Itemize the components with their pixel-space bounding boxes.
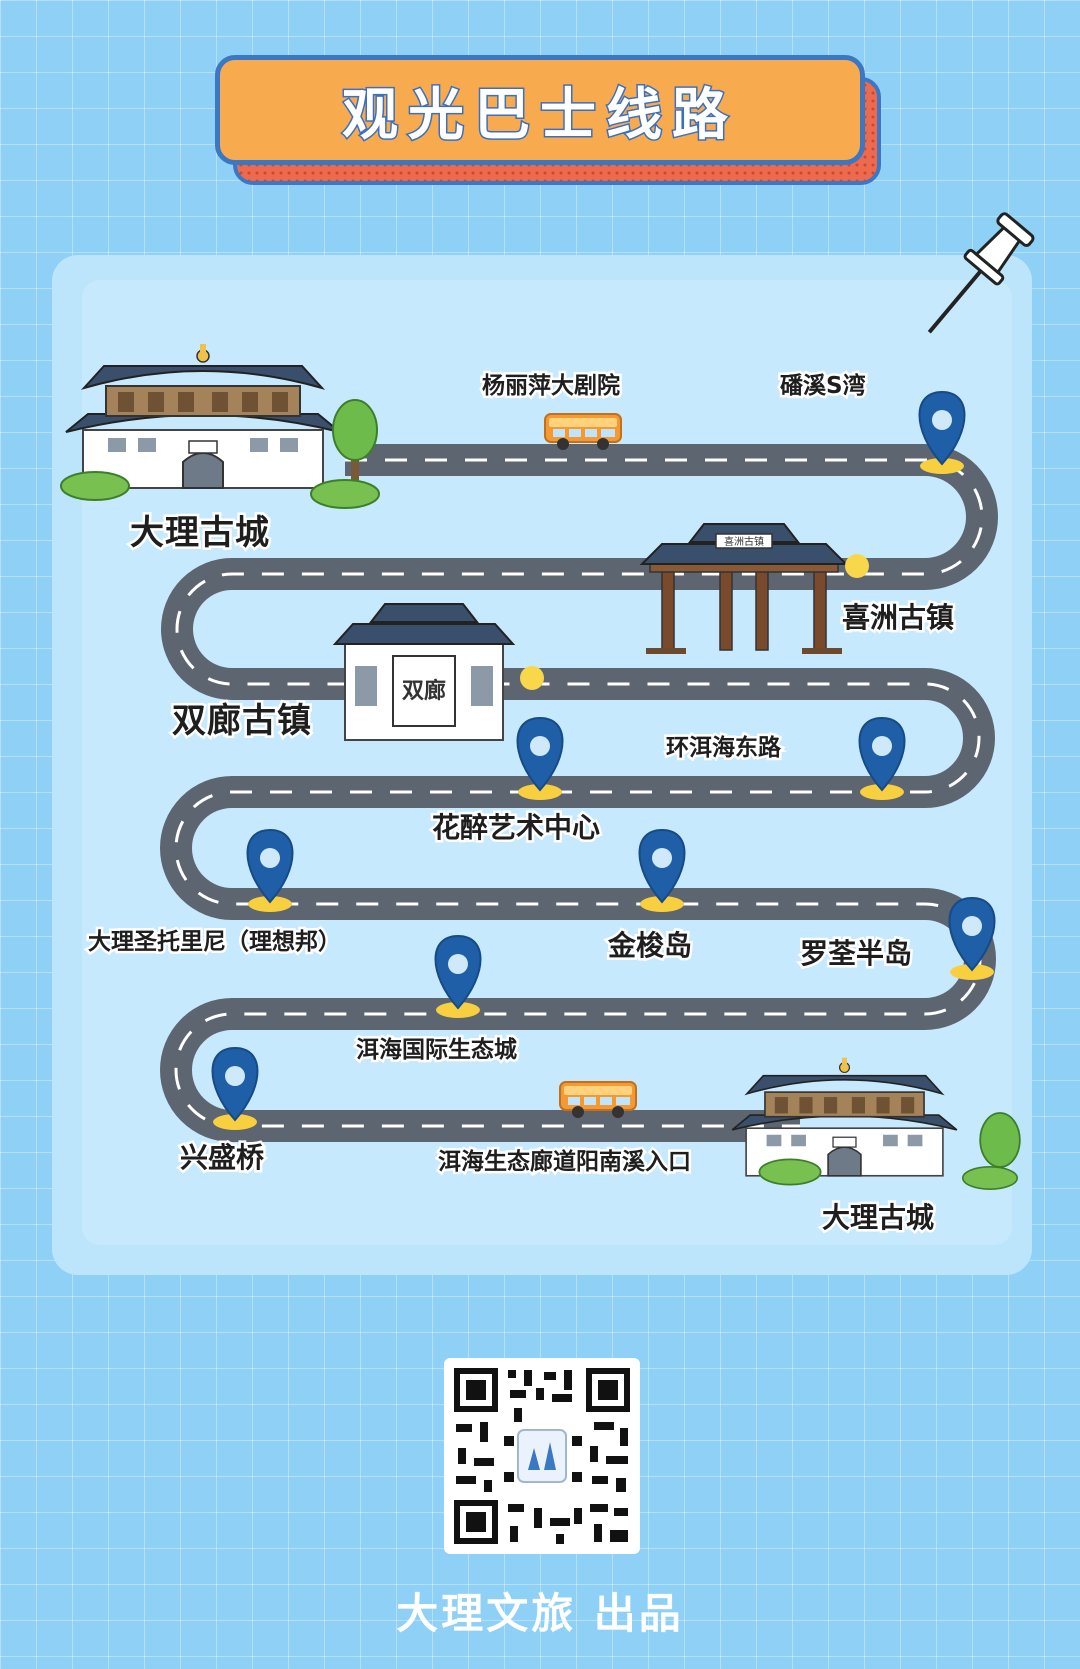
page-title: 观光巴士线路	[341, 81, 738, 149]
pushpin-icon	[927, 212, 1035, 334]
stop-label-luoquan-peninsula: 罗荃半岛	[797, 935, 914, 973]
title-banner: 观光巴士线路	[215, 55, 881, 185]
stop-label-huazui-art-center: 花醉艺术中心	[429, 809, 602, 847]
dali-ancient-city-start-building	[65, 343, 341, 489]
stop-label-yangliping-theatre: 杨丽萍大剧院	[480, 371, 623, 402]
bush-decor	[961, 1166, 1019, 1190]
map-pin-icon	[858, 717, 906, 801]
shuanglang-gate-sign: 双廊	[402, 678, 446, 704]
qr-code	[444, 1358, 640, 1554]
stop-label-panxi-s-bend: 磻溪S湾	[778, 371, 869, 402]
map-pin-icon	[918, 391, 966, 475]
stop-label-dali-santorini: 大理圣托里尼（理想邦）	[86, 927, 344, 958]
route-road	[160, 444, 998, 1142]
stop-label-erhai-east-road: 环洱海东路	[664, 733, 784, 764]
map-pin-icon	[948, 897, 996, 981]
stop-label-xingsheng-bridge: 兴盛桥	[177, 1139, 266, 1177]
stop-dot	[520, 666, 544, 690]
footer-credit: 大理文旅 出品	[396, 1589, 684, 1638]
stop-label-xizhou-ancient-town: 喜洲古镇	[839, 599, 956, 637]
map-pin-icon	[211, 1047, 259, 1131]
stop-label-dali-ancient-city-start: 大理古城	[128, 511, 272, 556]
map-pin-icon	[246, 829, 294, 913]
stop-label-dali-ancient-city-end: 大理古城	[819, 1199, 936, 1237]
shuanglang-gate: 双廊	[332, 603, 516, 741]
xizhou-archway: 喜洲古镇	[639, 523, 849, 654]
title-banner-box: 观光巴士线路	[215, 55, 865, 165]
bush-decor	[758, 1158, 822, 1186]
map-pin-icon	[434, 935, 482, 1019]
stop-label-erhai-eco-city: 洱海国际生态城	[354, 1035, 520, 1066]
stop-label-shuanglang-ancient-town: 双廊古镇	[170, 699, 314, 744]
stop-label-jinsuo-island: 金梭岛	[605, 927, 694, 965]
stop-dot	[845, 554, 869, 578]
qr-code-pattern	[454, 1368, 630, 1544]
map-pin-icon	[516, 717, 564, 801]
xizhou-archway-sign: 喜洲古镇	[724, 535, 764, 548]
stop-label-yangnanxi-entrance: 洱海生态廊道阳南溪入口	[436, 1147, 694, 1178]
bush-decor	[60, 471, 130, 501]
map-pin-icon	[638, 829, 686, 913]
bush-decor	[310, 479, 380, 509]
dali-ancient-city-end-building	[731, 1056, 958, 1177]
